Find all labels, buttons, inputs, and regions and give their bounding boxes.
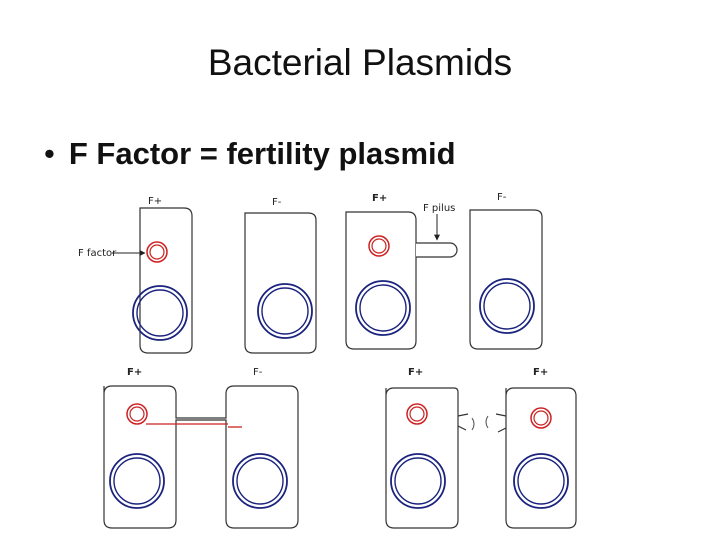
f-factor-label: F factor <box>78 248 117 259</box>
panel-2: F+ F pilus F- <box>345 192 543 350</box>
cell-label-f-plus: F+ <box>127 367 142 378</box>
cell-label-f-plus: F+ <box>408 367 423 378</box>
cell-outline <box>345 211 417 350</box>
cell-outline <box>139 207 193 354</box>
f-pilus-label: F pilus <box>423 203 455 214</box>
bullet-text: F Factor = fertility plasmid <box>68 136 456 171</box>
bacterial-chromosome <box>109 453 165 509</box>
f-factor-plasmid <box>530 407 552 429</box>
cell-label-f-plus: F+ <box>148 196 162 207</box>
bullet-icon: • <box>44 136 55 171</box>
cell-outline <box>385 387 469 529</box>
bacterial-chromosome <box>479 278 535 334</box>
cell-label-f-plus: F+ <box>533 367 548 378</box>
cell-outline <box>495 387 577 529</box>
cell-outline <box>244 212 317 354</box>
cell-label-f-minus: F- <box>253 367 263 378</box>
bacterial-chromosome <box>355 280 411 336</box>
f-pilus <box>416 242 458 258</box>
bacterial-chromosome <box>132 285 188 341</box>
f-factor-plasmid <box>406 403 428 425</box>
f-factor-plasmid <box>146 241 168 263</box>
bullet-item: • F Factor = fertility plasmid <box>44 136 456 172</box>
panel-1: F+ F factor F- <box>78 196 317 354</box>
f-factor-plasmid <box>368 235 390 257</box>
bacterial-chromosome <box>232 453 288 509</box>
cell-label-f-minus: F- <box>272 197 282 208</box>
bacterial-chromosome <box>390 453 446 509</box>
slide-title: Bacterial Plasmids <box>207 42 513 83</box>
cell-label-f-minus: F- <box>497 192 507 203</box>
panel-4: F+ F+ <box>385 367 577 529</box>
cell-outline <box>469 209 543 350</box>
panel-3: F+ F- <box>103 367 299 529</box>
f-factor-plasmid-transferring <box>126 403 242 428</box>
separating-pilus <box>471 415 489 431</box>
cell-label-f-plus: F+ <box>372 193 387 204</box>
bacterial-chromosome <box>513 453 569 509</box>
bacterial-chromosome <box>257 283 313 339</box>
cell-outline <box>103 385 299 529</box>
